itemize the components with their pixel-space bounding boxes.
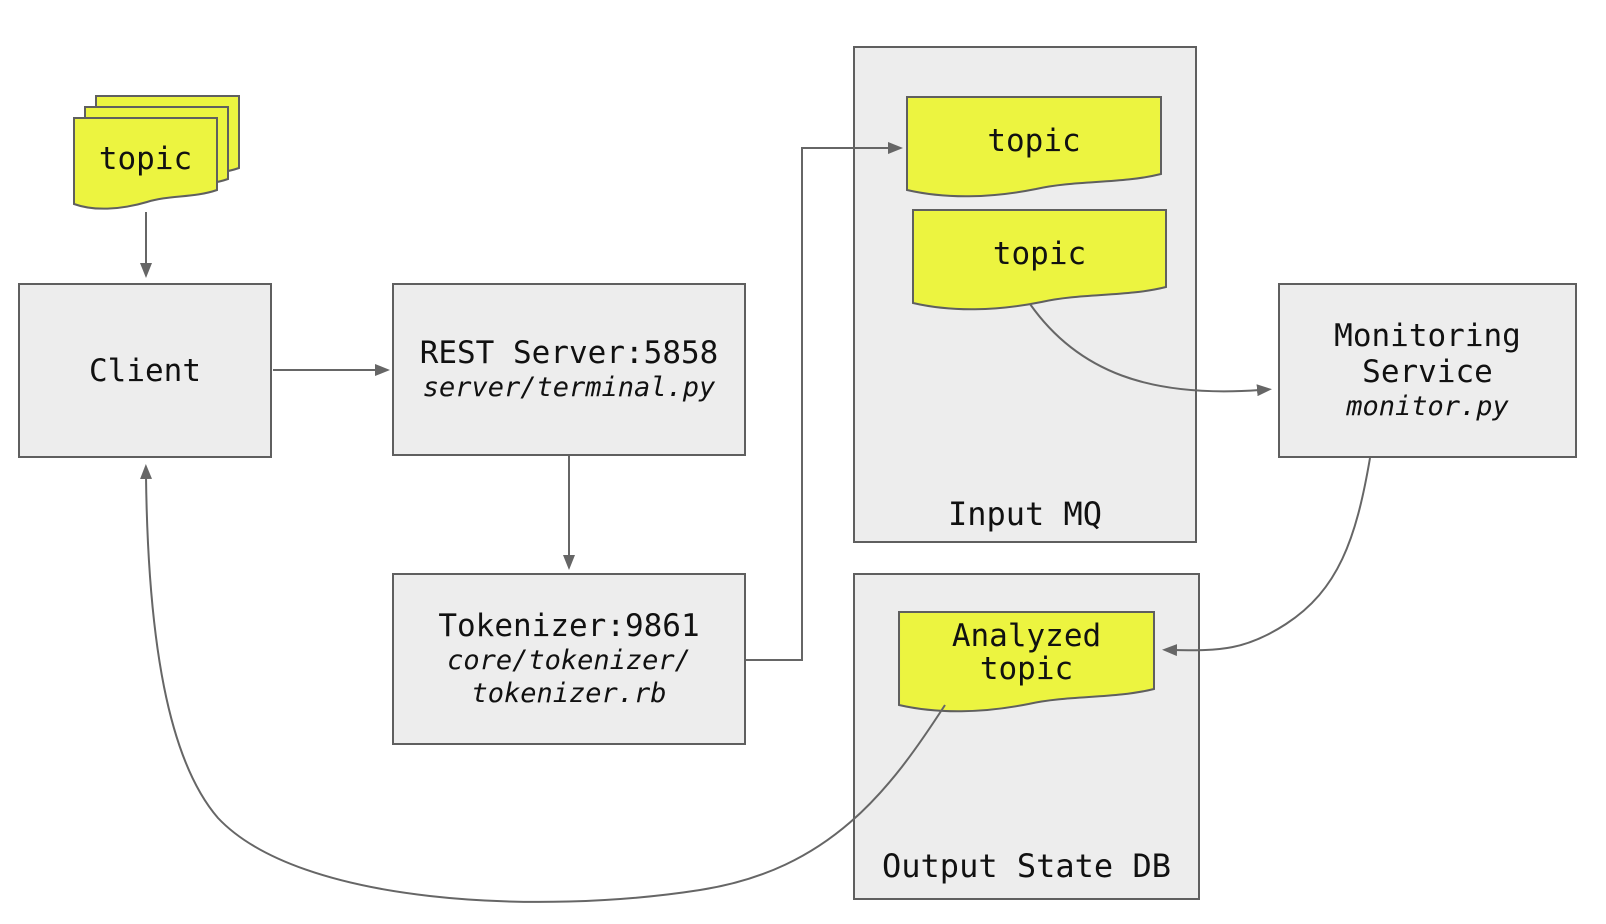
analyzed-topic-doc: Analyzed topic xyxy=(898,611,1155,717)
client-node: Client xyxy=(18,283,272,458)
input-topic-1-label: topic xyxy=(987,122,1081,159)
rest-server-subtitle: server/terminal.py xyxy=(422,372,716,403)
output-state-db-label: Output State DB xyxy=(882,847,1171,885)
arrow-monitoring-to-analyzed-topic xyxy=(1162,457,1371,657)
topic-stack-label: topic xyxy=(98,140,193,177)
input-topic-doc-2: topic xyxy=(912,209,1167,315)
client-label: Client xyxy=(89,352,201,389)
document-shape-icon xyxy=(73,117,218,210)
input-mq-label: Input MQ xyxy=(947,495,1103,533)
tokenizer-subtitle-line1: core/tokenizer/ xyxy=(447,645,691,676)
monitoring-service-subtitle: monitor.py xyxy=(1346,391,1509,422)
monitoring-service-title-line1: Monitoring xyxy=(1334,318,1521,354)
analyzed-topic-label: Analyzed topic xyxy=(898,611,1155,717)
analyzed-topic-line1: Analyzed xyxy=(951,618,1102,654)
monitoring-service-title-line2: Service xyxy=(1362,354,1493,390)
input-topic-2-label: topic xyxy=(992,235,1087,272)
rest-server-title: REST Server:5858 xyxy=(419,335,719,371)
tokenizer-node: Tokenizer:9861 core/tokenizer/ tokenizer… xyxy=(392,573,746,745)
document-shape-icon xyxy=(912,209,1167,311)
rest-server-node: REST Server:5858 server/terminal.py xyxy=(392,283,746,456)
tokenizer-subtitle-line2: tokenizer.rb xyxy=(471,678,667,709)
input-topic-doc-1: topic xyxy=(906,96,1162,202)
document-shape-icon xyxy=(906,96,1162,198)
topic-stack-front-doc: topic xyxy=(73,117,218,217)
monitoring-service-node: Monitoring Service monitor.py xyxy=(1278,283,1577,458)
tokenizer-title: Tokenizer:9861 xyxy=(438,608,700,644)
analyzed-topic-line2: topic xyxy=(979,651,1074,687)
